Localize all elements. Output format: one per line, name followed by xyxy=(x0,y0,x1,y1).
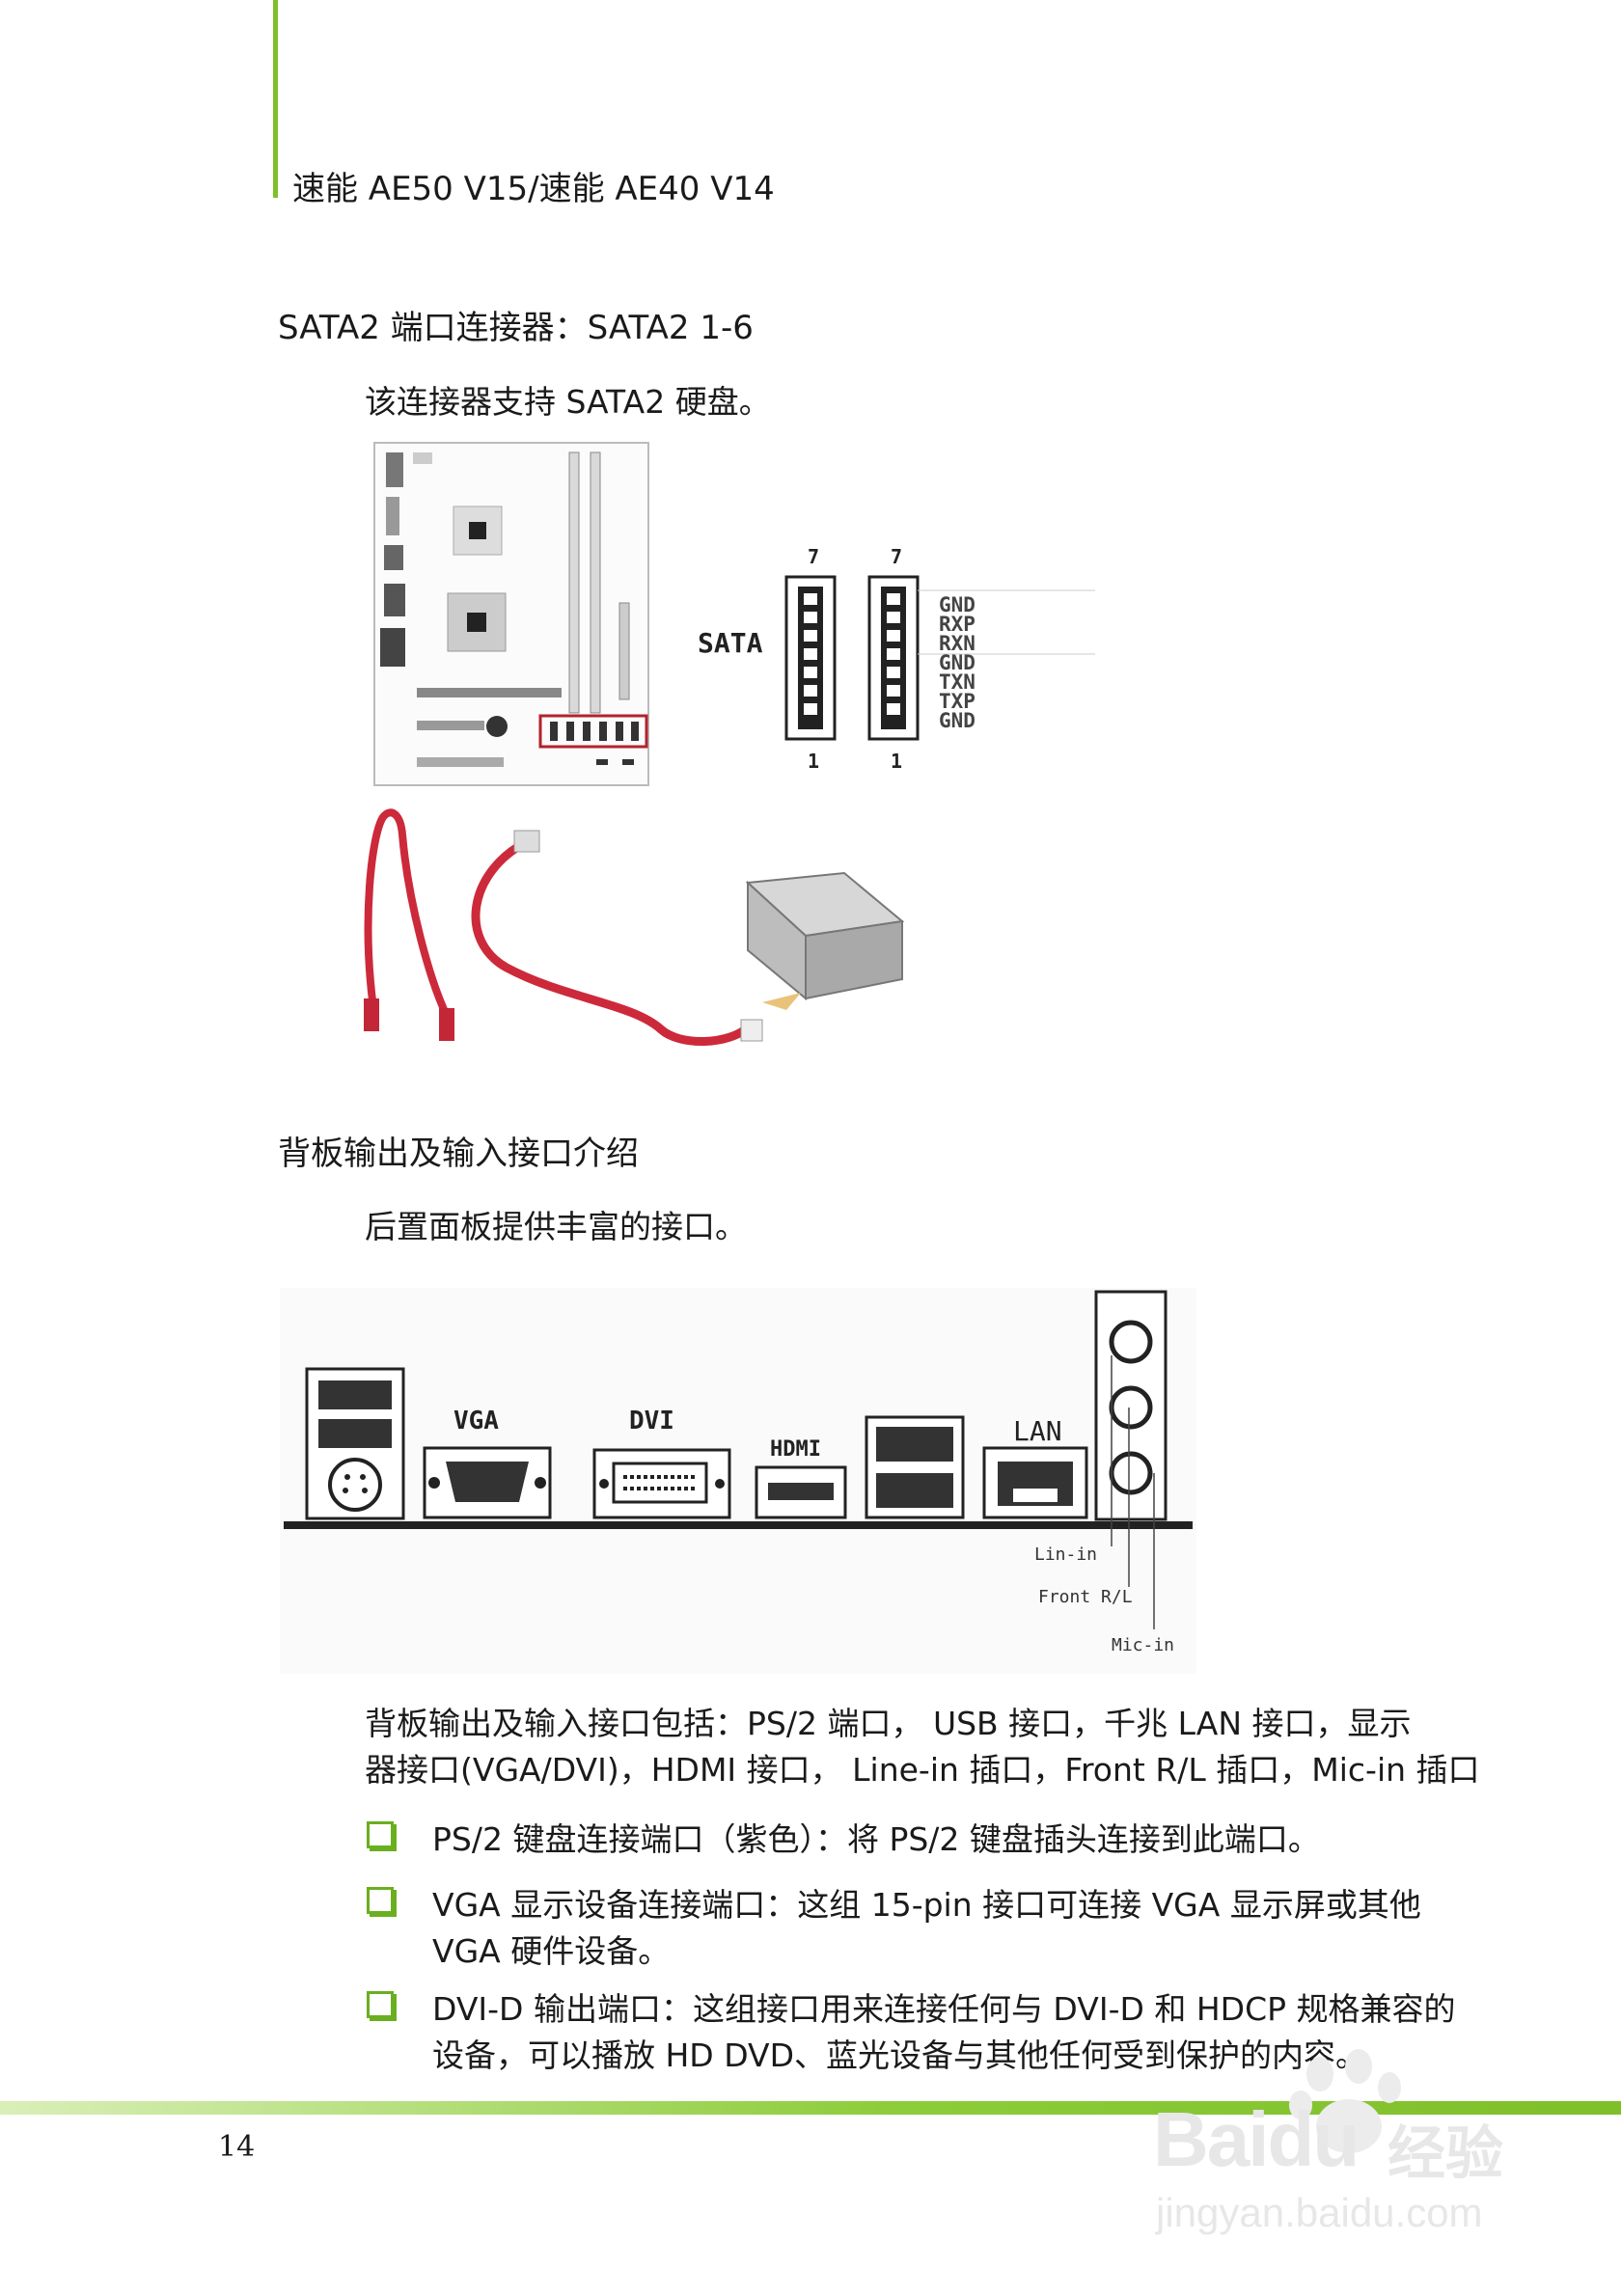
backpanel-description: 后置面板提供丰富的接口。 xyxy=(365,1208,747,1245)
sata-description: 该连接器支持 SATA2 硬盘。 xyxy=(365,383,771,421)
watermark-suffix: 经验 xyxy=(1387,2121,1503,2186)
usb-port-icon xyxy=(865,1415,965,1519)
bullet-item-ps2: PS/2 键盘连接端口（紫色）：将 PS/2 键盘插头连接到此端口。 xyxy=(432,1820,1320,1858)
sata-pinout-diagram: SATA 7 7 1 1 GND RXP RXN GND TXN TXP GND xyxy=(698,545,1095,773)
back-panel-io-diagram: VGA DVI HDMI LAN Lin-in Front xyxy=(280,1288,1196,1674)
dvi-label: DVI xyxy=(629,1407,674,1435)
pin-bottom-label: 1 xyxy=(891,750,902,773)
bullet-checkbox-icon xyxy=(367,1821,394,1848)
bullet-checkbox-icon xyxy=(367,1887,394,1914)
signal-label: RXP xyxy=(939,613,975,636)
bullet-item-vga-cont: VGA 硬件设备。 xyxy=(432,1932,671,1970)
backpanel-summary-line-1: 背板输出及输入接口包括：PS/2 端口， USB 接口，千兆 LAN 接口，显示 xyxy=(365,1705,1412,1742)
signal-label: RXN xyxy=(939,632,975,655)
signal-label: GND xyxy=(939,593,975,616)
vga-label: VGA xyxy=(453,1407,499,1435)
paw-watermark-icon xyxy=(1289,2049,1401,2153)
signal-label: TXP xyxy=(939,690,975,713)
motherboard-layout-figure xyxy=(373,442,649,786)
dvi-port-icon xyxy=(592,1448,731,1519)
bullet-item-vga: VGA 显示设备连接端口：这组 15-pin 接口可连接 VGA 显示屏或其他 xyxy=(432,1886,1421,1924)
signal-label: GND xyxy=(939,709,975,732)
ps2-port-icon xyxy=(305,1367,405,1520)
pin-top-label: 7 xyxy=(808,545,819,568)
line-in-label: Lin-in xyxy=(1034,1544,1097,1565)
backpanel-heading: 背板输出及输入接口介绍 xyxy=(278,1134,639,1173)
footer-accent-rule xyxy=(0,2101,1621,2115)
bullet-checkbox-icon xyxy=(367,1991,394,2018)
watermark-brand: Baidu xyxy=(1153,2096,1360,2182)
lan-label: LAN xyxy=(1013,1415,1062,1447)
audio-jacks-icon xyxy=(1094,1290,1168,1521)
sata-diagram-label: SATA xyxy=(698,627,763,659)
backpanel-summary-line-2: 器接口(VGA/DVI)，HDMI 接口， Line-in 插口，Front R… xyxy=(365,1751,1480,1789)
page-header-title: 速能 AE50 V15/速能 AE40 V14 xyxy=(292,170,775,208)
header-accent-bar xyxy=(273,0,278,198)
hdmi-port-icon xyxy=(755,1465,847,1519)
bullet-item-dvi: DVI-D 输出端口：这组接口用来连接任何与 DVI-D 和 HDCP 规格兼容… xyxy=(432,1990,1456,2028)
lan-port-icon xyxy=(982,1446,1088,1519)
sata-cable-drive-illustration xyxy=(364,808,905,1047)
mic-in-label: Mic-in xyxy=(1112,1635,1174,1655)
hdmi-label: HDMI xyxy=(770,1437,821,1462)
front-rl-label: Front R/L xyxy=(1038,1587,1133,1607)
page-number: 14 xyxy=(218,2130,256,2164)
pin-bottom-label: 1 xyxy=(808,750,819,773)
bullet-item-dvi-cont: 设备，可以播放 HD DVD、蓝光设备与其他任何受到保护的内容。 xyxy=(432,2036,1368,2074)
vga-port-icon xyxy=(423,1446,552,1519)
sata-heading: SATA2 端口连接器：SATA2 1-6 xyxy=(278,309,754,347)
signal-label: GND xyxy=(939,651,975,674)
pin-top-label: 7 xyxy=(891,545,902,568)
watermark-url: jingyan.baidu.com xyxy=(1156,2190,1483,2235)
signal-label: TXN xyxy=(939,670,975,694)
